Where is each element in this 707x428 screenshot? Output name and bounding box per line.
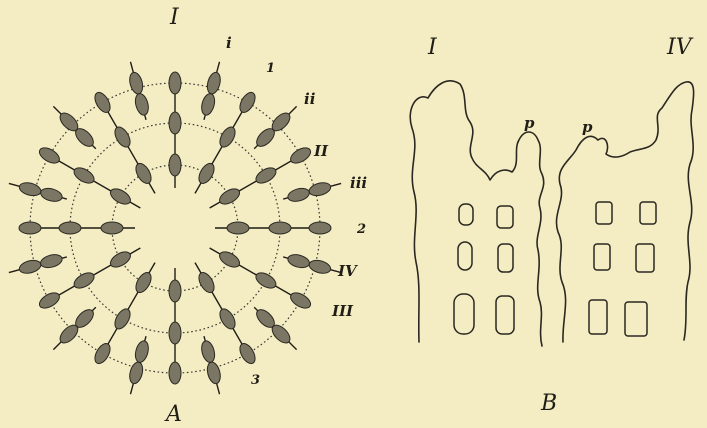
panel-b-left-label: I <box>427 35 438 60</box>
spindle-cell <box>237 341 258 366</box>
spindle-cell <box>133 270 154 295</box>
spindle-cell <box>128 361 145 385</box>
arm-number-2: 2 <box>356 222 366 237</box>
ring-label-roman-ii: II <box>313 142 329 160</box>
spindle-cell <box>18 258 42 275</box>
spindle-cell <box>217 186 242 207</box>
spindle-cell <box>108 249 133 270</box>
spindle-cell <box>19 222 41 234</box>
cell <box>497 206 513 228</box>
spindle-cell <box>169 72 181 94</box>
spindle-cell <box>112 306 133 331</box>
spindle-cell <box>199 339 216 363</box>
spindle-cell <box>59 222 81 234</box>
spindle-cell <box>72 165 97 186</box>
spindle-cell <box>72 270 97 291</box>
spindle-cell <box>288 145 313 166</box>
radial-arms <box>9 62 341 394</box>
spindle-cell <box>39 186 63 203</box>
spindle-cell <box>133 161 154 186</box>
spindle-cell <box>169 362 181 384</box>
cell <box>459 204 473 225</box>
spindle-cell <box>169 280 181 302</box>
spindle-cell <box>169 154 181 176</box>
cell <box>589 300 607 334</box>
panel-b-label: B <box>540 391 557 416</box>
spindle-cell <box>253 165 278 186</box>
panel-b-right-label: IV <box>666 35 694 60</box>
cell <box>454 294 474 334</box>
ring-label-roman-iii: III <box>331 302 354 320</box>
arm-number-3: 3 <box>251 373 260 388</box>
spindle-cell <box>217 125 238 150</box>
spindle-cell <box>269 222 291 234</box>
spindle-cell <box>308 258 332 275</box>
cell <box>496 296 514 334</box>
spindle-cell <box>199 92 216 116</box>
cell <box>458 242 472 270</box>
spindle-cell <box>227 222 249 234</box>
spindle-cell <box>39 252 63 269</box>
spindle-cell <box>169 112 181 134</box>
spindle-cell <box>128 71 145 95</box>
spindle-cell <box>37 290 62 311</box>
spindle-cell <box>286 252 310 269</box>
spindle-cell <box>288 290 313 311</box>
spindle-cell <box>308 181 332 198</box>
spindle-cell <box>309 222 331 234</box>
ring-label-ii: ii <box>304 90 316 108</box>
cell <box>636 244 654 272</box>
spindle-cell <box>112 125 133 150</box>
panel-a-label: A <box>164 402 182 427</box>
spindle-cell <box>92 90 113 115</box>
spindle-cell <box>133 92 150 116</box>
cell <box>640 202 656 224</box>
ring-label-i: i <box>226 34 232 52</box>
figure-title-roman-one: I <box>169 5 180 30</box>
spindle-cell <box>133 339 150 363</box>
spindle-cell <box>217 306 238 331</box>
spindle-cell <box>196 270 217 295</box>
spindle-cell <box>286 186 310 203</box>
cell <box>498 244 513 272</box>
spindle-cell <box>237 90 258 115</box>
cells <box>454 202 656 336</box>
spindle-cell <box>253 270 278 291</box>
spindle-cell <box>92 341 113 366</box>
spindle-cell <box>101 222 123 234</box>
ring-label-iv: IV <box>337 262 358 280</box>
arm-number-1: 1 <box>266 61 275 76</box>
cell <box>596 202 612 224</box>
spindle-cell <box>37 145 62 166</box>
spindle-cell <box>196 161 217 186</box>
spindle-cell <box>108 186 133 207</box>
middle-lobe-outline <box>518 132 544 346</box>
spindle-cell <box>205 71 222 95</box>
left-outline <box>410 81 518 342</box>
spindle-cell <box>217 249 242 270</box>
spindle-cell <box>18 181 42 198</box>
spindle-cell <box>169 322 181 344</box>
p-label-right: p <box>582 118 593 136</box>
cell <box>594 244 610 270</box>
panel-b <box>410 81 693 346</box>
panel-a <box>9 62 341 394</box>
p-label-left: p <box>524 114 535 132</box>
cell <box>625 302 647 336</box>
ring-label-iii: iii <box>350 174 367 192</box>
spindle-cell <box>205 361 222 385</box>
